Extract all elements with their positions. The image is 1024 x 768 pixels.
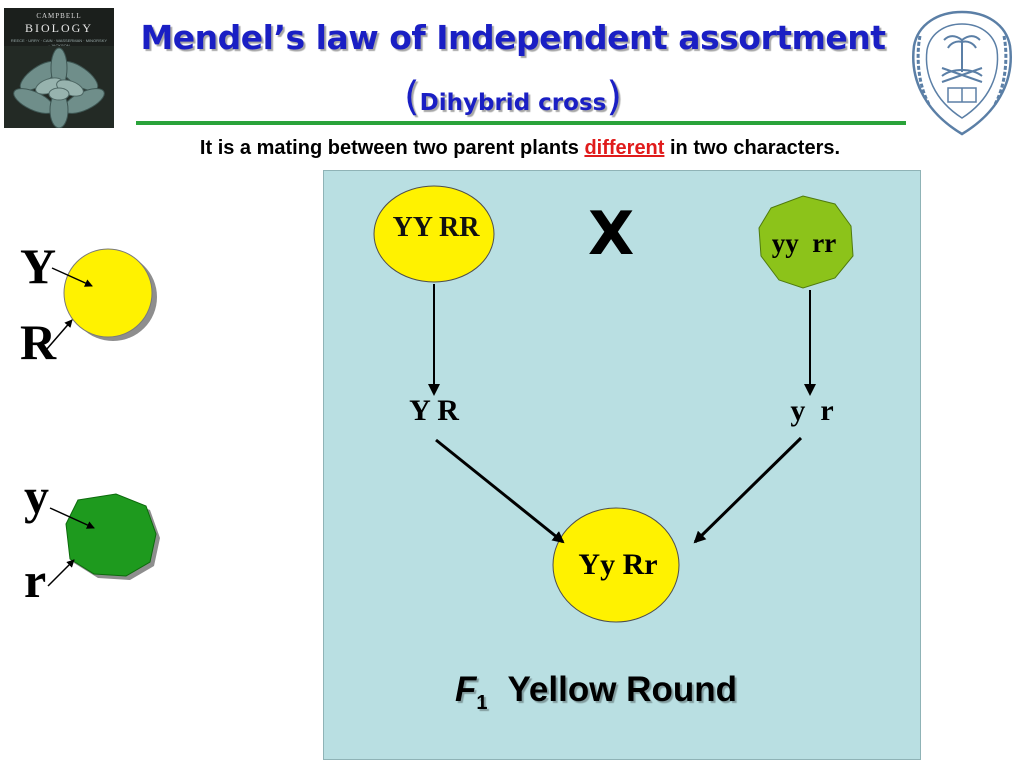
arrow-to-green-pea xyxy=(49,507,95,529)
intro-sentence: It is a mating between two parent plants… xyxy=(40,137,1000,160)
parent-left-genotype: YY RR xyxy=(392,212,480,243)
parent-right-genotype: yy rr xyxy=(771,228,837,258)
intro-text-before: It is a mating between two parent plants xyxy=(199,137,585,159)
book-authors: REECE · URRY · CAIN · WASSERMAN · MINORS… xyxy=(10,38,108,48)
arrow-gamete-left-to-offspring xyxy=(435,438,565,544)
intro-text-after: in two characters. xyxy=(664,137,841,159)
parent-left-pea xyxy=(373,185,495,283)
subtitle-open-paren: ( xyxy=(404,74,420,120)
book-publisher: CAMPBELL xyxy=(36,12,82,20)
generation-label: F xyxy=(455,670,477,709)
parent-right-pea xyxy=(758,195,854,289)
generation-subscript: 1 xyxy=(476,692,488,714)
campbell-biology-book-cover: CAMPBELL BIOLOGY REECE · URRY · CAIN · W… xyxy=(4,8,114,128)
book-title: BIOLOGY xyxy=(25,21,93,35)
offspring-pea xyxy=(552,507,680,623)
arrow-to-yellow-pea xyxy=(51,267,93,287)
arrow-to-green-pea-shape xyxy=(47,559,75,587)
arrow-gamete-right-to-offspring xyxy=(693,436,803,544)
allele-R-label: R xyxy=(20,314,57,370)
slide-subtitle: (Dihybrid cross) xyxy=(118,74,908,120)
allele-r-label: r xyxy=(24,552,47,608)
title-divider xyxy=(136,121,906,125)
offspring-genotype: Yy Rr xyxy=(578,548,658,581)
allele-y-label: y xyxy=(24,468,49,524)
yellow-round-pea xyxy=(63,248,157,341)
intro-highlight: different xyxy=(584,137,665,159)
subtitle-text: Dihybrid cross xyxy=(419,90,607,116)
green-wrinkled-pea xyxy=(65,493,160,580)
slide-title: Mendel’s law of Independent assortment xyxy=(140,18,886,57)
cross-diagram xyxy=(373,185,854,623)
subtitle-close-paren: ) xyxy=(606,74,622,120)
king-saud-university-seal xyxy=(912,10,1012,136)
allele-Y-label: Y xyxy=(20,238,57,294)
phenotype-label: Yellow Round xyxy=(507,670,737,709)
f1-result: F1 Yellow Round xyxy=(455,670,737,715)
arrow-to-yellow-pea-shape xyxy=(45,319,73,351)
gamete-right: y r xyxy=(790,394,834,427)
allele-examples xyxy=(45,248,160,587)
succulent-plant-icon xyxy=(4,46,114,128)
gamete-left: Y R xyxy=(409,394,459,427)
cross-symbol: X xyxy=(588,199,635,269)
